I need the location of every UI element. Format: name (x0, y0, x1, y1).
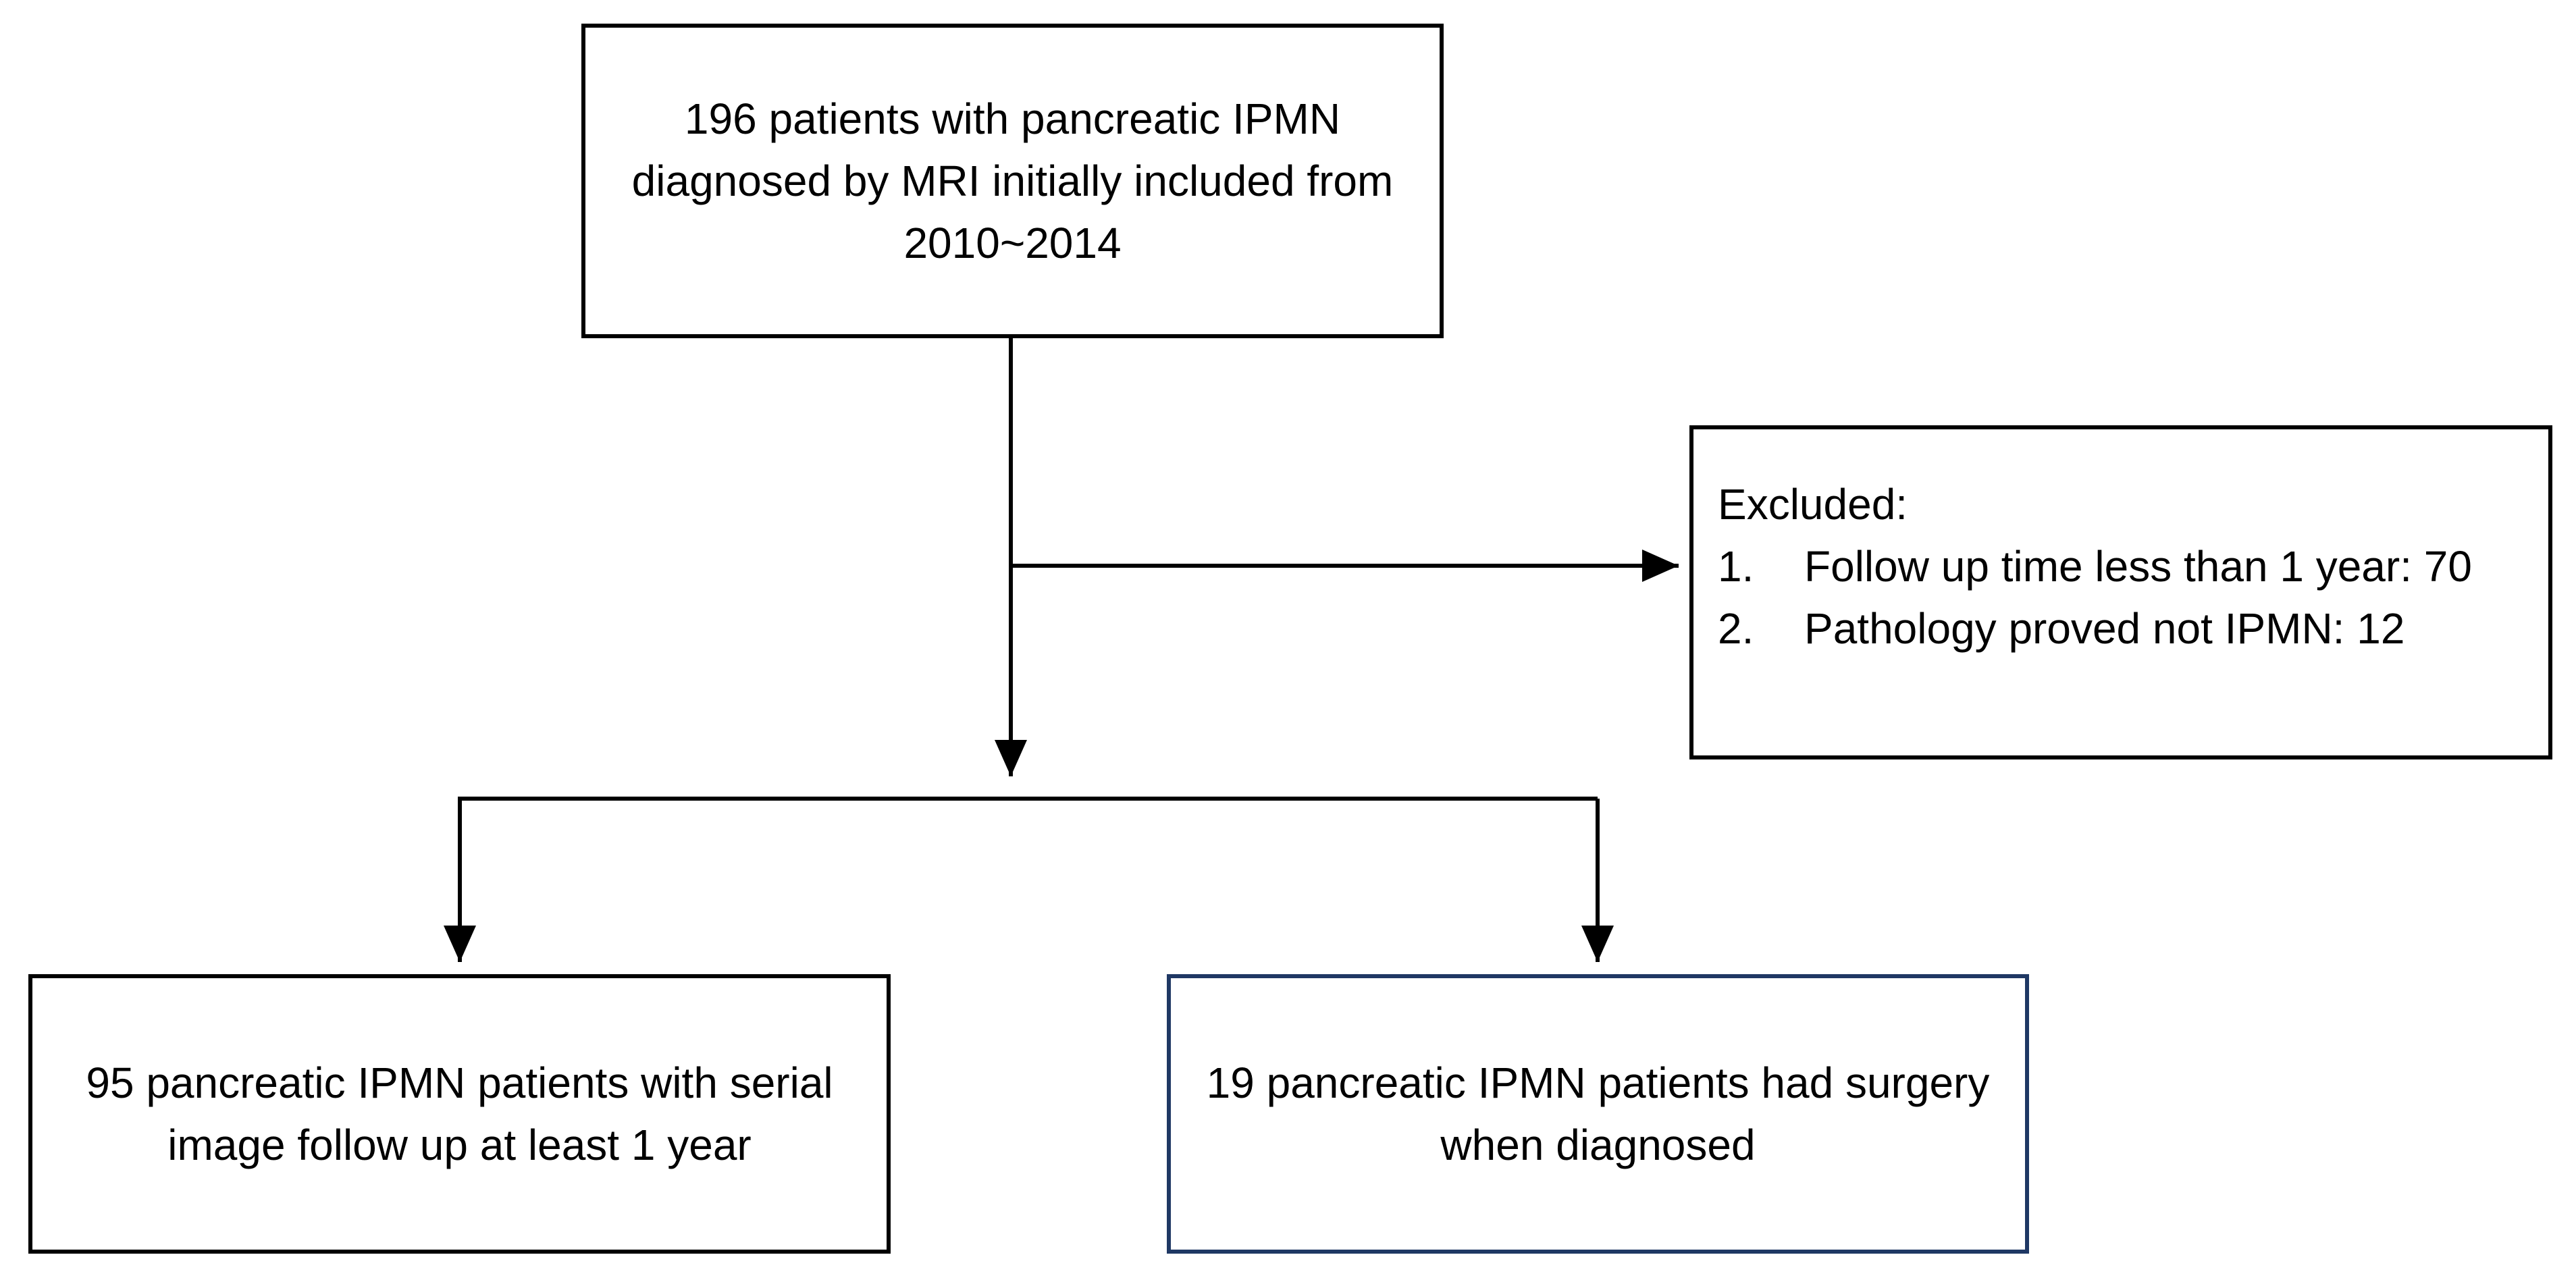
excluded-item: 1. Follow up time less than 1 year: 70 (1718, 535, 2521, 597)
follow-up-group-box: 95 pancreatic IPMN patients with serial … (28, 974, 891, 1254)
excluded-item-text: Follow up time less than 1 year: 70 (1804, 542, 2472, 591)
follow-up-group-text: 95 pancreatic IPMN patients with serial … (86, 1059, 833, 1169)
excluded-title: Excluded: (1718, 480, 1908, 529)
initial-cohort-box: 196 patients with pancreatic IPMN diagno… (581, 24, 1444, 338)
excluded-box: Excluded: 1. Follow up time less than 1 … (1689, 425, 2552, 759)
excluded-item-number: 2. (1718, 604, 1754, 653)
surgery-group-box: 19 pancreatic IPMN patients had surgery … (1167, 974, 2029, 1254)
initial-cohort-text: 196 patients with pancreatic IPMN diagno… (631, 95, 1394, 267)
excluded-item-text: Pathology proved not IPMN: 12 (1804, 604, 2405, 653)
excluded-item-number: 1. (1718, 542, 1754, 591)
excluded-list: 1. Follow up time less than 1 year: 70 2… (1718, 535, 2521, 660)
excluded-item: 2. Pathology proved not IPMN: 12 (1718, 597, 2521, 660)
surgery-group-text: 19 pancreatic IPMN patients had surgery … (1206, 1059, 1990, 1169)
